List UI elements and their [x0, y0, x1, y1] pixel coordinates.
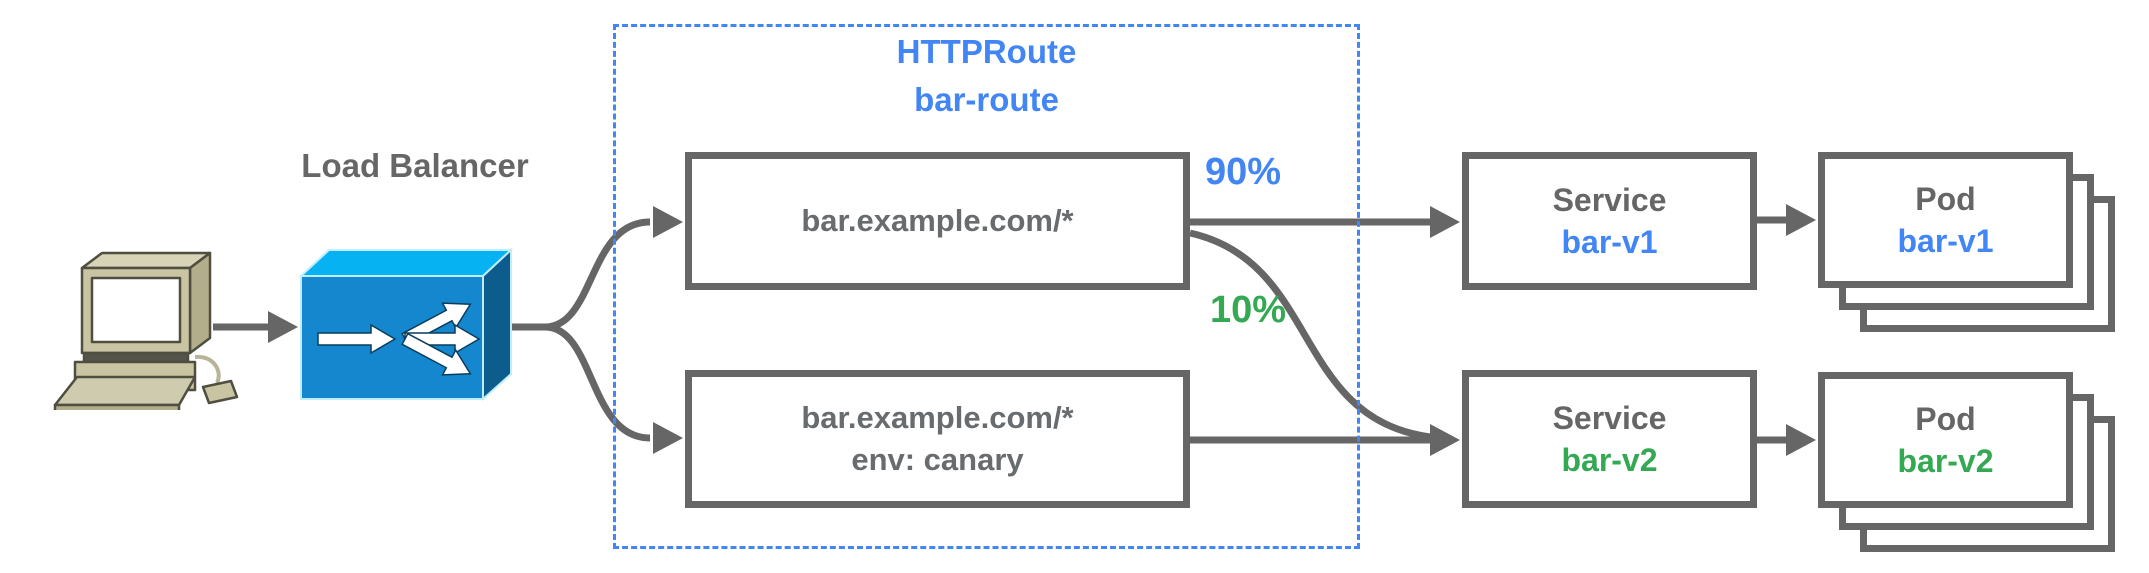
route-rule-2-match: env: canary: [851, 442, 1024, 477]
route-rule-box-2: bar.example.com/* env: canary: [685, 370, 1190, 508]
traffic-weight-90: 90%: [1205, 151, 1282, 193]
pod-box-bar-v2: Pod bar-v2: [1818, 372, 2073, 508]
service-2-name: bar-v2: [1561, 442, 1658, 478]
httproute-group-title: HTTPRoute bar-route: [613, 28, 1360, 124]
service-box-bar-v2: Service bar-v2: [1462, 370, 1757, 508]
traffic-weight-10: 10%: [1210, 289, 1287, 331]
arrow-service1-to-pod1: [1757, 204, 1816, 236]
pod-stack-bar-v1: Pod bar-v1: [1818, 152, 2115, 332]
load-balancer-label: Load Balancer: [301, 147, 529, 184]
service-box-bar-v1: Service bar-v1: [1462, 152, 1757, 290]
arrow-client-to-lb: [213, 311, 298, 343]
service-1-name: bar-v1: [1561, 224, 1658, 260]
pod-stack-bar-v2: Pod bar-v2: [1818, 372, 2115, 552]
route-rule-1-host: bar.example.com/*: [801, 203, 1074, 238]
arrow-service2-to-pod2: [1757, 424, 1816, 456]
httproute-group-box: [613, 24, 1360, 549]
lb-split-arrows: [317, 302, 481, 376]
pod-2-name: bar-v2: [1897, 443, 1994, 479]
httproute-title-name: bar-route: [914, 81, 1059, 118]
pod-box-bar-v1: Pod bar-v1: [1818, 152, 2073, 288]
service-1-kind: Service: [1552, 182, 1667, 218]
pod-1-name: bar-v1: [1897, 223, 1994, 259]
route-rule-box-1: bar.example.com/*: [685, 152, 1190, 290]
route-rule-2-host: bar.example.com/*: [801, 400, 1074, 435]
arrow-route2-to-service2: [1190, 424, 1460, 456]
arrow-route1-to-service2-curve: [1189, 229, 1431, 441]
arrow-lb-fork: [511, 206, 683, 454]
load-balancer-icon: [298, 247, 514, 402]
pod-1-kind: Pod: [1915, 181, 1976, 217]
client-computer-icon: [53, 251, 239, 410]
arrow-route1-to-service1: [1190, 206, 1460, 238]
service-2-kind: Service: [1552, 400, 1667, 436]
httproute-title-kind: HTTPRoute: [896, 33, 1077, 70]
pod-2-kind: Pod: [1915, 401, 1976, 437]
